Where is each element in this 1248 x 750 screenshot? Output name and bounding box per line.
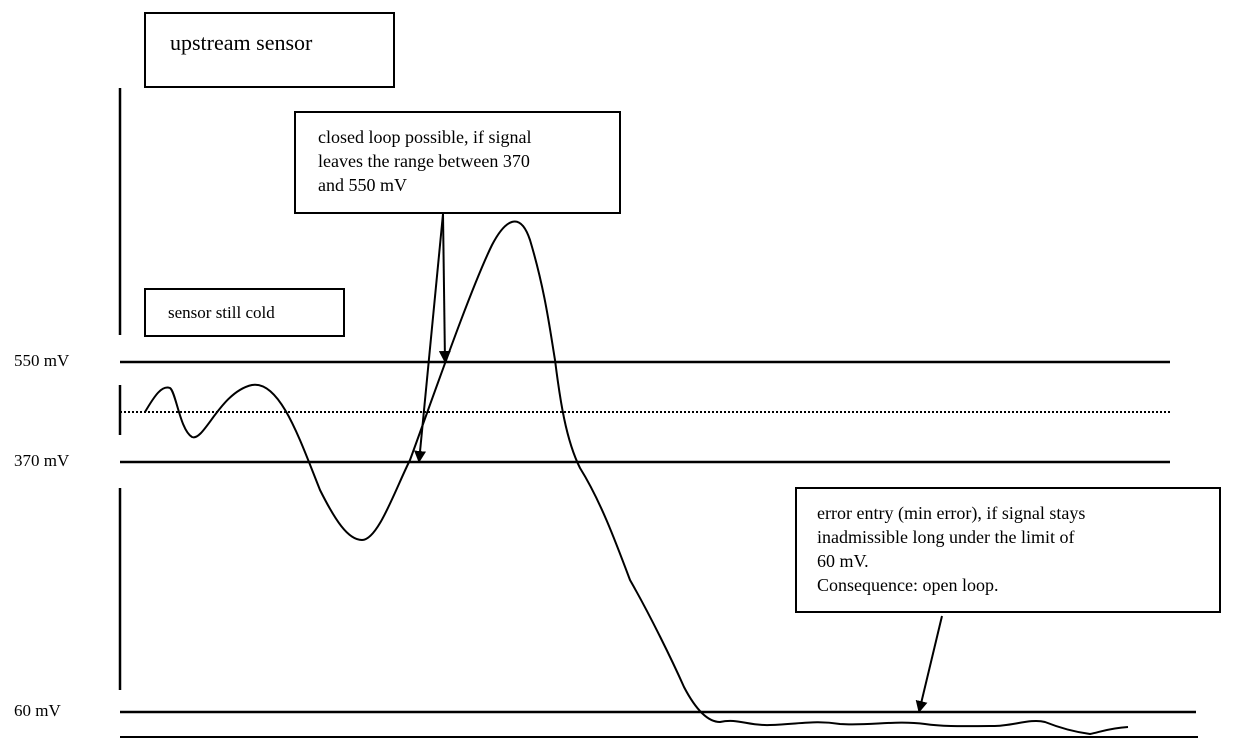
closed-loop-line-2: leaves the range between 370 (318, 151, 530, 171)
sensor-signal-curve (144, 220, 1129, 736)
sensor-cold-text: sensor still cold (168, 303, 275, 322)
closed-loop-line-1: closed loop possible, if signal (318, 127, 532, 147)
error-entry-arrow (915, 615, 943, 713)
error-entry-line-2: inadmissible long under the limit of (817, 527, 1075, 547)
error-entry-line-3: 60 mV. (817, 551, 869, 571)
closed-loop-arrow-lower (414, 213, 444, 463)
error-entry-note: error entry (min error), if signal stays… (795, 487, 1221, 613)
level-label-60: 60 mV (14, 701, 61, 720)
error-entry-line-1: error entry (min error), if signal stays (817, 503, 1086, 523)
level-label-550: 550 mV (14, 351, 70, 370)
sensor-cold-note: sensor still cold (144, 288, 345, 337)
level-label-370: 370 mV (14, 451, 70, 470)
closed-loop-note: closed loop possible, if signal leaves t… (294, 111, 621, 214)
diagram-title: upstream sensor (170, 30, 313, 55)
error-entry-line-4: Consequence: open loop. (817, 575, 999, 595)
title-box: upstream sensor (144, 12, 395, 88)
closed-loop-arrow-upper (438, 213, 451, 363)
closed-loop-line-3: and 550 mV (318, 175, 407, 195)
